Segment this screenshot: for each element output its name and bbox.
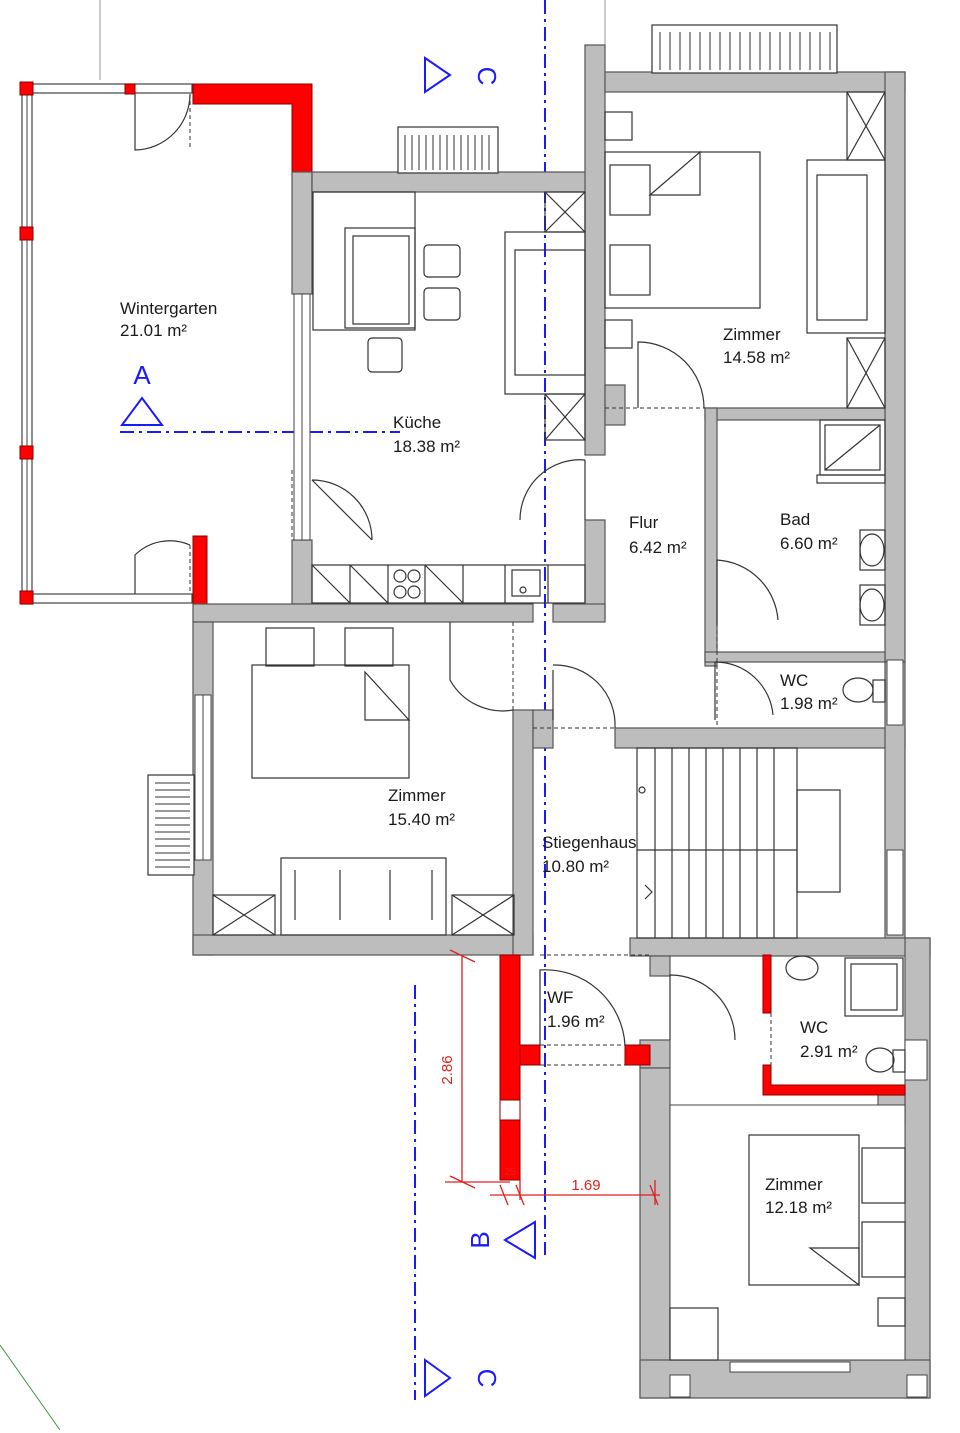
- dimension-small-label: 25: [504, 1167, 516, 1178]
- room-area: 12.18 m²: [765, 1198, 832, 1217]
- room-zimmer-se: Zimmer 12.18 m²: [765, 1175, 832, 1217]
- room-area: 6.60 m²: [780, 534, 838, 553]
- walls: [192, 44, 931, 1399]
- room-name: WC: [800, 1018, 828, 1037]
- zimmer-ne-furniture: [604, 91, 886, 426]
- pillar-mark: [906, 1374, 928, 1398]
- room-name: Zimmer: [388, 786, 446, 805]
- room-flur: Flur 6.42 m²: [629, 513, 687, 557]
- room-name: WC: [780, 671, 808, 690]
- new-wall-left: [192, 535, 208, 605]
- window-stair: [886, 849, 904, 936]
- section-c-top-label: C: [472, 67, 502, 86]
- room-name: Bad: [780, 510, 810, 529]
- guide-line: [0, 1344, 61, 1431]
- opening-lines: [291, 407, 772, 1066]
- staircase: [636, 747, 841, 939]
- zimmer-w-furniture: [212, 622, 616, 936]
- room-area: 14.58 m²: [723, 348, 790, 367]
- room-name: Wintergarten: [120, 299, 217, 318]
- section-a-triangle: [120, 396, 164, 426]
- room-area: 6.42 m²: [629, 538, 687, 557]
- new-wall-top: [192, 83, 313, 173]
- room-area: 21.01 m²: [120, 321, 187, 340]
- room-area: 1.96 m²: [547, 1012, 605, 1031]
- section-c-bottom-label: C: [472, 1369, 502, 1388]
- room-zimmer-w: Zimmer 15.40 m²: [388, 786, 455, 829]
- pillar-mark: [669, 1374, 691, 1398]
- room-area: 15.40 m²: [388, 810, 455, 829]
- radiator-kitchen: [397, 126, 499, 174]
- room-name: Zimmer: [765, 1175, 823, 1194]
- room-area: 10.80 m²: [542, 857, 609, 876]
- section-c-bottom-triangle: [424, 1358, 452, 1398]
- radiator-zimmer-w: [147, 774, 195, 876]
- door-wf: [539, 969, 626, 1046]
- room-zimmer-ne: Zimmer 14.58 m²: [723, 325, 790, 367]
- room-area: 18.38 m²: [393, 437, 460, 456]
- room-area: 1.98 m²: [780, 694, 838, 713]
- radiator-zimmer-ne: [651, 24, 838, 74]
- room-area: 2.91 m²: [800, 1042, 858, 1061]
- dimension-horizontal-label: 1.69: [571, 1177, 600, 1194]
- room-bad: Bad 6.60 m²: [780, 510, 838, 553]
- bath-fixtures: [669, 419, 906, 1073]
- window-zimmer-se: [729, 1361, 851, 1373]
- room-name: WF: [547, 988, 573, 1007]
- room-name: Zimmer: [723, 325, 781, 344]
- section-c-top-triangle: [424, 56, 452, 94]
- room-name: Stiegenhaus: [542, 833, 637, 852]
- new-walls-bottom: [499, 954, 906, 1181]
- section-b-triangle: [503, 1220, 536, 1260]
- dimension-lines: [445, 949, 660, 1206]
- dimension-vertical-label: 2.86: [439, 1055, 456, 1084]
- zimmer-se-furniture: [669, 1134, 906, 1361]
- section-a-label: A: [133, 360, 151, 390]
- room-wc-upper: WC 1.98 m²: [780, 671, 838, 713]
- room-name: Küche: [393, 413, 441, 432]
- room-wc-lower: WC 2.91 m²: [800, 1018, 858, 1061]
- room-name: Flur: [629, 513, 659, 532]
- wintergarten-frame: [19, 81, 193, 605]
- room-kueche: Küche 18.38 m²: [393, 413, 460, 456]
- room-wintergarten: Wintergarten 21.01 m²: [120, 299, 217, 340]
- room-stiegenhaus: Stiegenhaus 10.80 m²: [542, 833, 637, 876]
- kitchen-furniture: [311, 191, 586, 604]
- section-b-label: B: [465, 1231, 495, 1248]
- room-wf: WF 1.96 m²: [547, 988, 605, 1031]
- window-wc: [886, 659, 904, 726]
- window-wc-lower: [904, 1039, 928, 1081]
